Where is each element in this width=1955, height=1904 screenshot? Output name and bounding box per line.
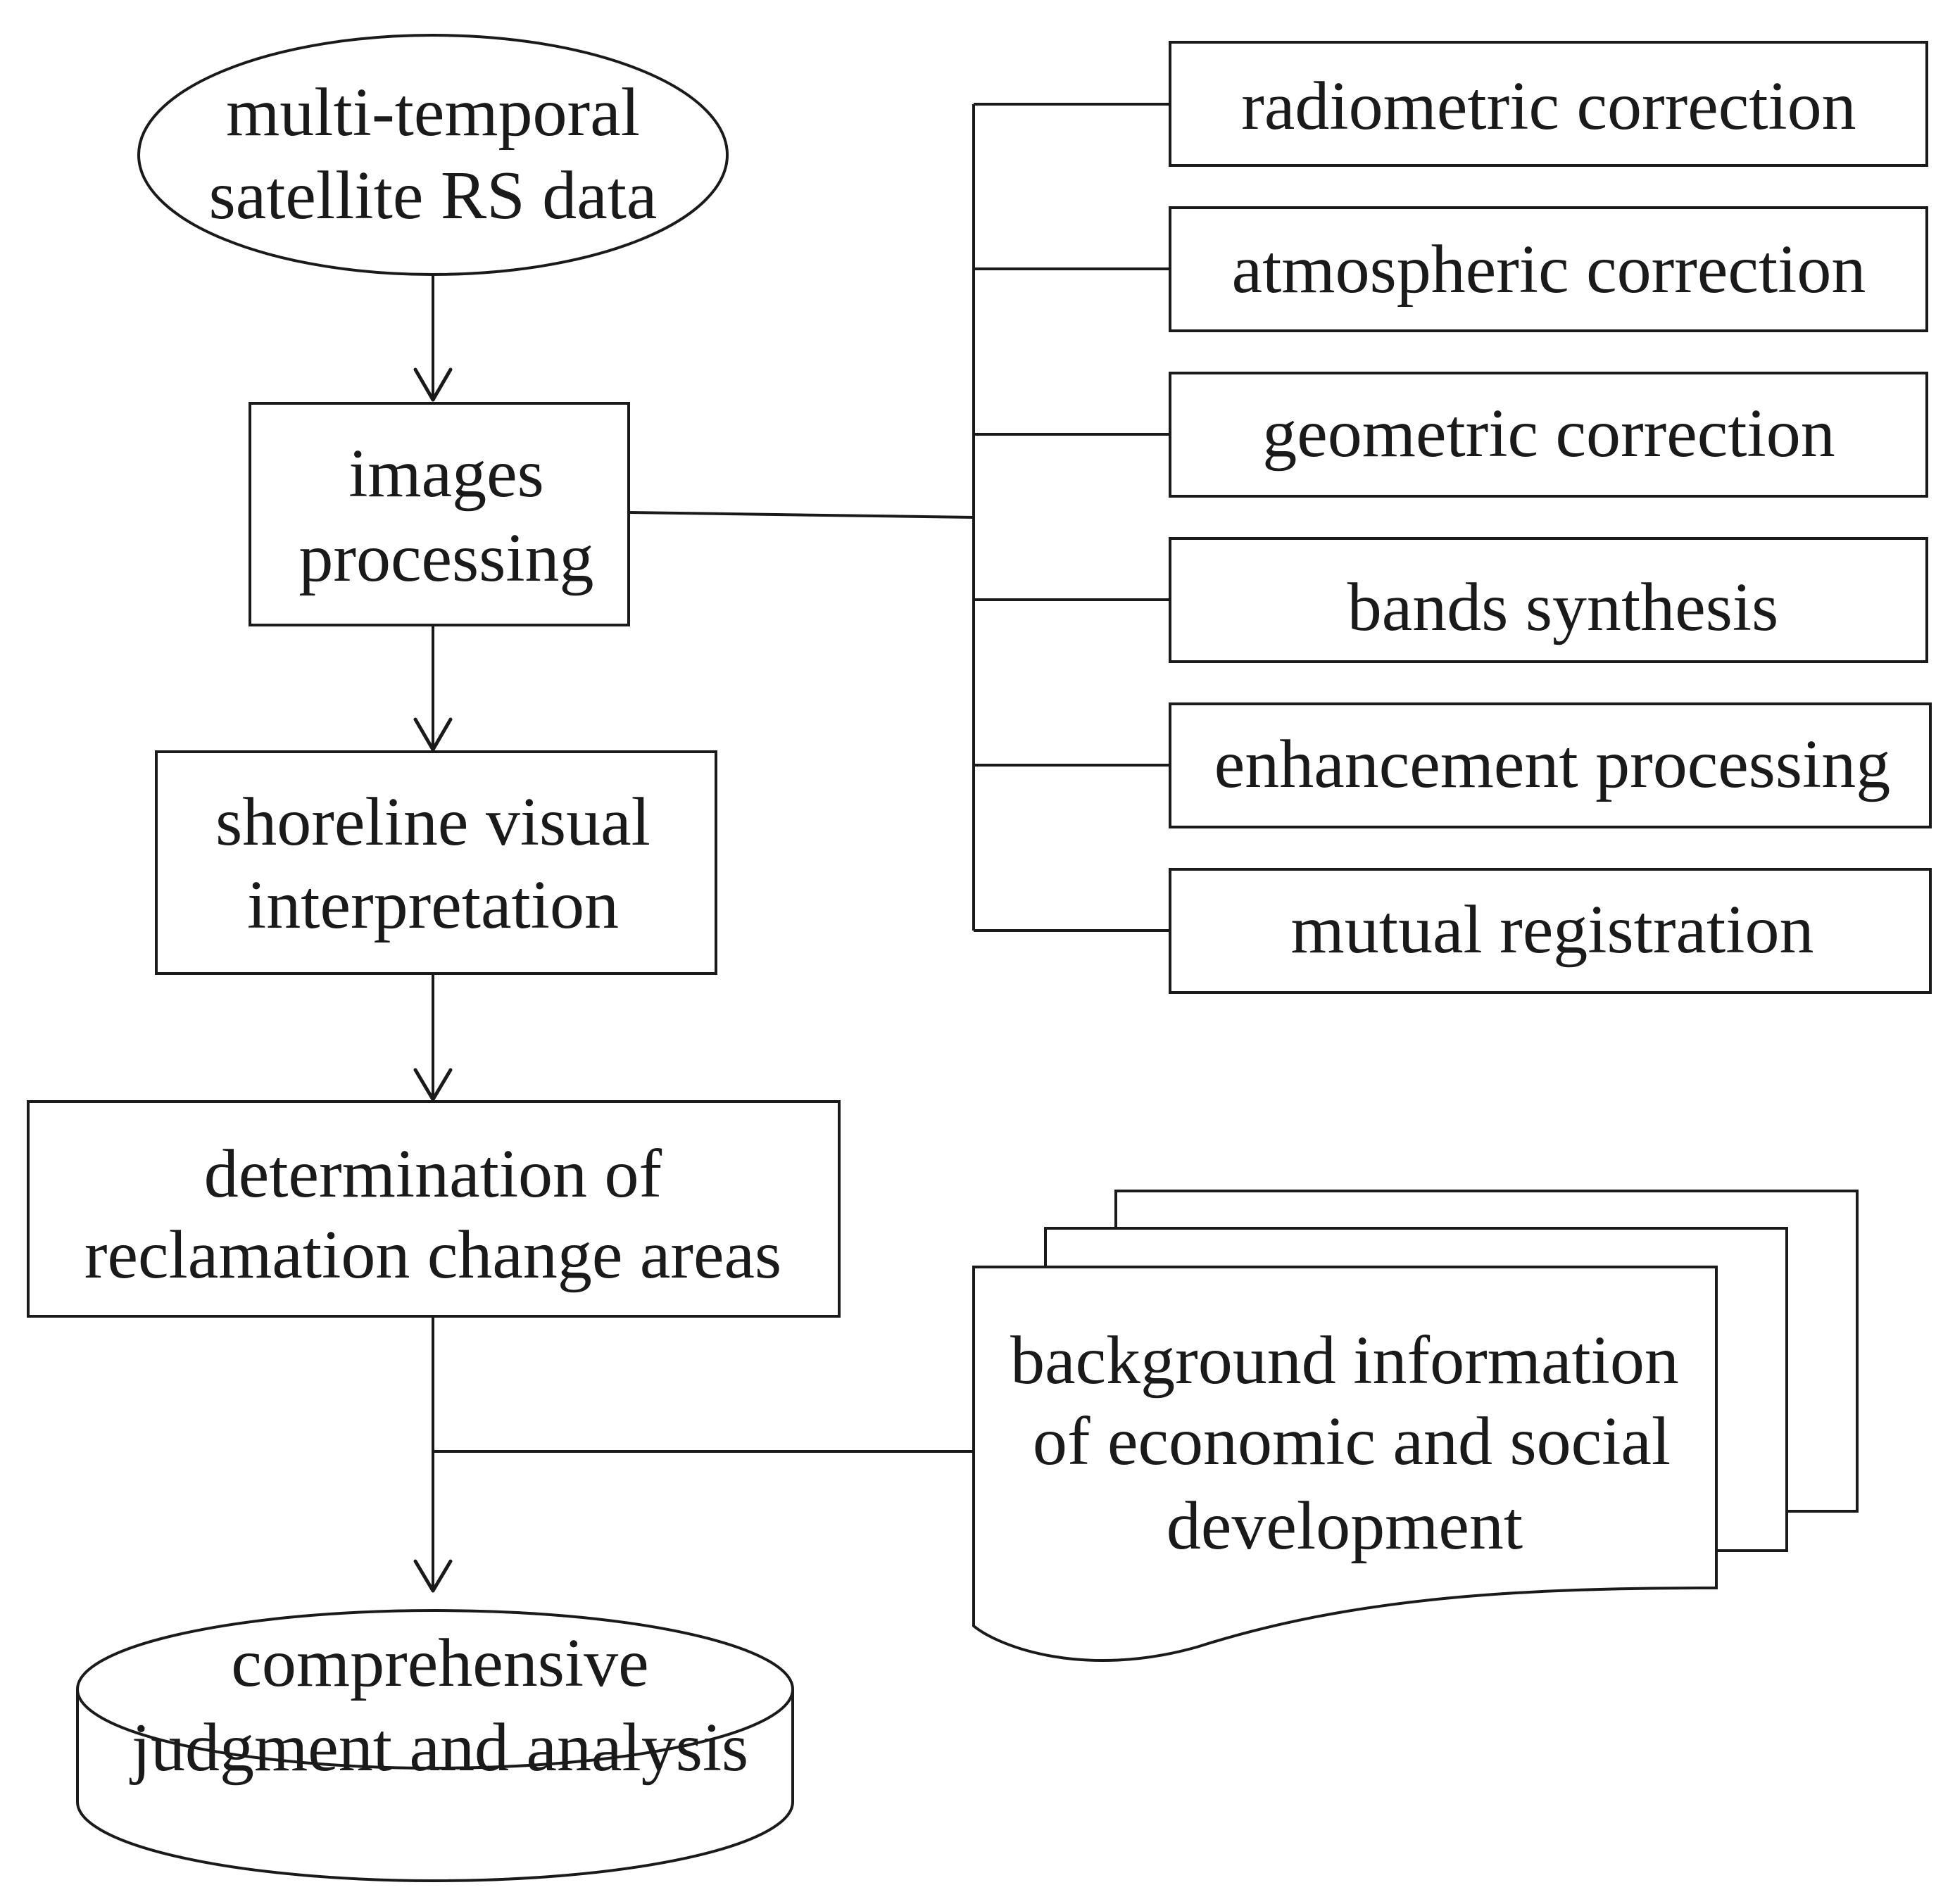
determination-node: determination of reclamation change area…: [27, 1100, 841, 1318]
step-geometric-correction: geometric correction: [974, 372, 1928, 498]
step-label: atmospheric correction: [1232, 232, 1866, 308]
step-enhancement-processing: enhancement processing: [974, 702, 1932, 828]
step-label: geometric correction: [1262, 396, 1835, 472]
background-node: background information of economic and s…: [972, 1190, 1859, 1663]
arrow-source-to-processing: [413, 275, 453, 402]
processing-label-line1: images: [348, 436, 544, 512]
analysis-label-line2: judgment and analysis: [130, 1710, 748, 1786]
interpretation-node: shoreline visual interpretation: [155, 750, 717, 975]
arrow-processing-to-interpretation: [413, 625, 453, 752]
analysis-label-line1: comprehensive: [231, 1625, 648, 1701]
determination-label-line1: determination of: [204, 1136, 662, 1212]
processing-to-steps-connector: [628, 511, 974, 519]
step-atmospheric-correction: atmospheric correction: [974, 206, 1928, 332]
step-label: enhancement processing: [1214, 726, 1891, 802]
source-label-line2: satellite RS data: [209, 158, 658, 234]
processing-steps: radiometric correction atmospheric corre…: [974, 41, 1932, 994]
background-label-line1: background information: [1010, 1323, 1679, 1399]
arrow-determination-to-analysis: [413, 1316, 453, 1593]
step-radiometric-correction: radiometric correction: [974, 41, 1928, 167]
arrow-interpretation-to-determination: [413, 973, 453, 1102]
processing-node: images processing: [249, 402, 630, 626]
interpretation-label-line1: shoreline visual: [215, 784, 650, 860]
background-label-line2: of economic and social: [1033, 1404, 1671, 1480]
step-mutual-registration: mutual registration: [974, 868, 1932, 994]
source-node: multi-temporal satellite RS data: [137, 34, 729, 276]
interpretation-label-line2: interpretation: [247, 867, 619, 943]
step-label: mutual registration: [1291, 892, 1814, 968]
source-label-line1: multi-temporal: [226, 75, 640, 151]
background-label-line3: development: [1167, 1488, 1523, 1564]
determination-label-line2: reclamation change areas: [84, 1217, 781, 1293]
step-label: bands synthesis: [1347, 569, 1779, 645]
processing-label-line2: processing: [298, 520, 593, 596]
step-bands-synthesis: bands synthesis: [974, 537, 1928, 663]
analysis-node: comprehensive judgment and analysis: [76, 1609, 794, 1882]
step-label: radiometric correction: [1241, 68, 1856, 144]
